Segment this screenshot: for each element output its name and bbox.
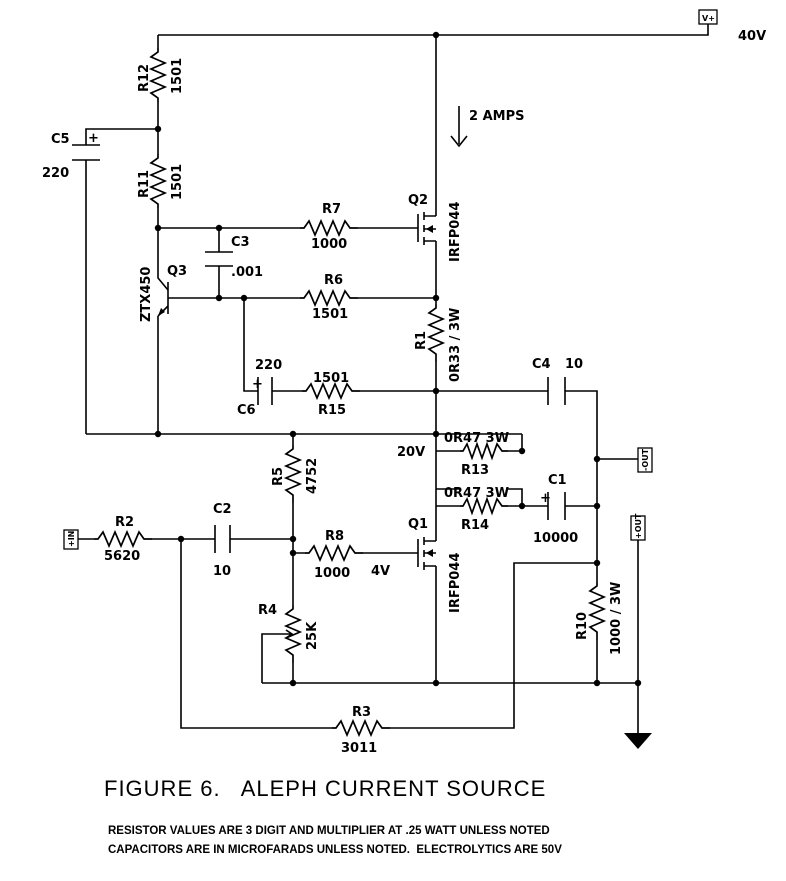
q2-part-number: IRFP044 (448, 202, 463, 262)
resistor-r14 (460, 496, 508, 516)
port-out-neg: -OUT (637, 447, 653, 473)
c1-value: 10000 (533, 531, 578, 546)
r10-value: 1000 / 3W (609, 582, 624, 655)
r12-ref: R12 (137, 64, 152, 92)
note-resistor-values: RESISTOR VALUES ARE 3 DIGIT AND MULTIPLI… (108, 825, 550, 837)
capacitor-c3 (205, 251, 233, 267)
resistor-r15 (302, 381, 360, 401)
resistor-r7 (300, 218, 358, 238)
r3-value: 3011 (341, 741, 377, 756)
resistor-r5 (283, 445, 303, 503)
q2-ref: Q2 (408, 193, 428, 208)
svg-text:V+: V+ (702, 14, 715, 23)
c5-value: 220 (42, 166, 69, 181)
supply-voltage-label: 40V (738, 29, 766, 44)
resistor-r10 (587, 582, 607, 640)
q3-ref: Q3 (167, 264, 187, 279)
mosfet-q1 (411, 530, 437, 570)
r14-value: 0R47 3W (444, 486, 509, 501)
r11-value: 1501 (170, 164, 185, 200)
r5-ref: R5 (271, 467, 286, 486)
r12-value: 1501 (170, 58, 185, 94)
node-20v-label: 20V (397, 445, 425, 460)
capacitor-c5 (72, 144, 100, 161)
r10-ref: R10 (575, 612, 590, 640)
current-arrow (450, 106, 468, 148)
figure-caption: FIGURE 6. ALEPH CURRENT SOURCE (104, 776, 547, 801)
r13-value: 0R47 3W (444, 431, 509, 446)
r5-value: 4752 (305, 458, 320, 494)
resistor-r12 (148, 48, 168, 102)
r15-ref: R15 (318, 403, 346, 418)
c1-ref: C1 (548, 473, 567, 488)
q1-part-number: IRFP044 (448, 553, 463, 613)
c6-ref: C6 (237, 403, 256, 418)
c2-ref: C2 (213, 502, 232, 517)
r4-value: 25K (305, 621, 320, 650)
r6-ref: R6 (324, 273, 343, 288)
resistor-r8 (305, 543, 363, 563)
c5-ref: C5 (51, 132, 70, 147)
capacitor-c2 (214, 525, 231, 553)
resistor-r1 (426, 304, 446, 362)
r2-value: 5620 (104, 549, 140, 564)
r6-value: 1501 (312, 307, 348, 322)
svg-text:-OUT: -OUT (641, 448, 650, 471)
r4-ref: R4 (258, 603, 277, 618)
capacitor-c4 (547, 377, 566, 405)
q1-ref: Q1 (408, 517, 428, 532)
capacitor-c1 (547, 492, 566, 520)
resistor-r4 (283, 605, 303, 663)
bjt-q3 (157, 270, 175, 317)
resistor-r11 (148, 154, 168, 208)
resistor-r13 (460, 441, 508, 461)
r13-ref: R13 (461, 463, 489, 478)
r14-ref: R14 (461, 518, 489, 533)
current-label: 2 AMPS (469, 109, 524, 124)
r7-value: 1000 (311, 237, 347, 252)
r8-value: 1000 (314, 566, 350, 581)
r1-value: 0R33 / 3W (448, 308, 463, 382)
c4-ref: C4 (532, 357, 551, 372)
resistor-r3 (332, 718, 390, 738)
r1-ref: R1 (414, 331, 429, 350)
r3-ref: R3 (352, 705, 371, 720)
port-out-pos: +OUT (630, 513, 646, 541)
c3-ref: C3 (231, 235, 250, 250)
c2-value: 10 (213, 564, 231, 579)
node-4v-label: 4V (371, 564, 390, 579)
r15-label-top: 1501 (313, 371, 349, 386)
polarity-mark-c1: + (540, 491, 551, 506)
polarity-mark-c5: + (88, 131, 99, 146)
ground-icon (624, 733, 652, 749)
wires (78, 24, 709, 733)
mosfet-q2 (411, 212, 437, 246)
note-capacitor-values: CAPACITORS ARE IN MICROFARADS UNLESS NOT… (108, 844, 562, 856)
r8-ref: R8 (325, 529, 344, 544)
capacitor-c6 (257, 377, 273, 405)
r11-ref: R11 (137, 170, 152, 198)
polarity-mark-c6: + (252, 377, 263, 392)
r2-ref: R2 (115, 515, 134, 530)
port-in: +IN (63, 529, 79, 550)
junctions (154, 31, 642, 687)
port-vplus: V+ (698, 9, 718, 25)
c4-value: 10 (565, 357, 583, 372)
potentiometer-wiper-arrow (283, 629, 294, 639)
c6-value: 220 (255, 358, 282, 373)
resistor-r6 (300, 288, 358, 308)
svg-text:+IN: +IN (67, 531, 76, 547)
resistor-r2 (94, 529, 152, 549)
r7-ref: R7 (322, 202, 341, 217)
c3-value: .001 (231, 265, 263, 280)
q3-part-number: ZTX450 (139, 267, 154, 322)
svg-text:+OUT: +OUT (634, 513, 643, 539)
